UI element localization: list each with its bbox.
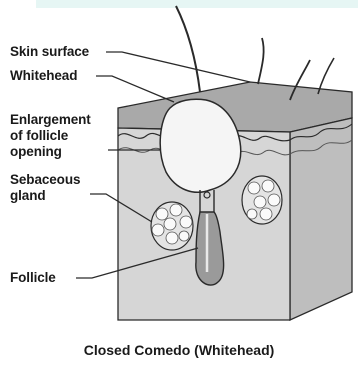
label-enlargement-line-2: of follicle xyxy=(10,128,91,144)
diagram-caption: Closed Comedo (Whitehead) xyxy=(0,342,358,358)
hair-shaft-4 xyxy=(318,58,334,94)
leader-skin-surface xyxy=(106,52,250,82)
label-enlargement-of-follicle-opening: Enlargement of follicle opening xyxy=(10,112,91,160)
label-skin-surface: Skin surface xyxy=(10,44,89,60)
hair-shaft-main xyxy=(176,6,200,92)
skin-block-side xyxy=(290,118,352,320)
label-sebaceous-line-1: Sebaceous xyxy=(10,172,80,188)
label-whitehead-text: Whitehead xyxy=(10,68,77,84)
label-enlargement-line-1: Enlargement xyxy=(10,112,91,128)
label-follicle-text: Follicle xyxy=(10,270,56,286)
hair-shaft-2 xyxy=(258,38,264,84)
leader-whitehead xyxy=(96,76,174,102)
label-follicle: Follicle xyxy=(10,270,56,286)
label-sebaceous-line-2: gland xyxy=(10,188,80,204)
label-enlargement-line-3: opening xyxy=(10,144,91,160)
sebaceous-gland-right xyxy=(242,176,282,224)
label-skin-surface-text: Skin surface xyxy=(10,44,89,60)
sebaceous-gland-left xyxy=(151,202,193,250)
label-sebaceous-gland: Sebaceous gland xyxy=(10,172,80,204)
label-whitehead: Whitehead xyxy=(10,68,77,84)
